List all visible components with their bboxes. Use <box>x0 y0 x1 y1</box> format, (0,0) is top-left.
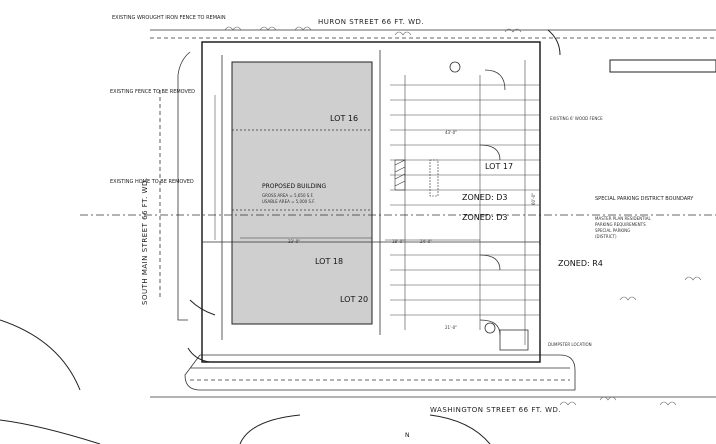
south-street-name: WASHINGTON STREET 66 FT. WD. <box>430 406 562 414</box>
tree-symbols <box>224 26 702 406</box>
west-street-lines <box>159 51 191 321</box>
dim-21: 21'-0" <box>445 325 458 330</box>
north-arrow-label: N <box>405 432 410 439</box>
note-east-3: SPECIAL PARKING <box>595 228 631 233</box>
note-fence-remove: EXISTING FENCE TO BE REMOVED <box>110 89 195 95</box>
note-east-1: MASTER PLAN RESIDENTIAL <box>595 216 651 221</box>
building-title: PROPOSED BUILDING <box>262 183 327 190</box>
note-special-parking: SPECIAL PARKING DISTRICT BOUNDARY <box>595 196 694 202</box>
corner-curbs <box>0 29 716 444</box>
lot-label-20: LOT 20 <box>340 295 369 304</box>
lot-label-18: LOT 18 <box>315 257 344 266</box>
zoning-label-d3: ZONED: D3 <box>462 193 508 202</box>
note-dumpster: DUMPSTER LOCATION <box>548 342 592 347</box>
note-home-remove: EXISTING HOME TO BE REMOVED <box>110 179 194 185</box>
building-area-usable: USABLE AREA = 5,000 S.F. <box>262 199 316 204</box>
lot-label-16: LOT 16 <box>330 114 359 123</box>
zoning-label-d3-below: ZONED: D3 <box>462 213 508 222</box>
dim-33: 33'-0" <box>288 239 301 244</box>
north-street-name: HURON STREET 66 FT. WD. <box>318 18 425 26</box>
note-wood-fence: EXISTING 6' WOOD FENCE <box>550 116 603 121</box>
curb-islands <box>449 61 529 351</box>
dashed-column <box>429 159 439 197</box>
parking-stalls <box>390 60 540 345</box>
dim-24: 24'-0" <box>420 239 433 244</box>
north-street-lines <box>150 29 716 39</box>
dim-43: 43'-0" <box>445 130 458 135</box>
building-area-gross: GROSS AREA = 5,650 S.F. <box>262 193 314 198</box>
hatched-strip <box>394 159 406 191</box>
south-street-lines <box>150 354 716 398</box>
dim-18: 18'-0" <box>392 239 405 244</box>
lot-lines <box>202 50 540 340</box>
dimension-lines <box>214 95 541 340</box>
lot-label-17: LOT 17 <box>485 162 514 171</box>
note-east-4: (DISTRICT) <box>595 234 617 239</box>
west-street-name: SOUTH MAIN STREET 66 FT. WD. <box>141 177 149 305</box>
proposed-building-footprint <box>231 61 373 325</box>
dim-60: 60'-0" <box>531 192 536 205</box>
note-north-fence: EXISTING WROUGHT IRON FENCE TO REMAIN <box>112 15 226 21</box>
note-east-2: PARKING REQUIREMENTS <box>595 222 646 227</box>
zoning-label-r4: ZONED: R4 <box>558 259 603 268</box>
